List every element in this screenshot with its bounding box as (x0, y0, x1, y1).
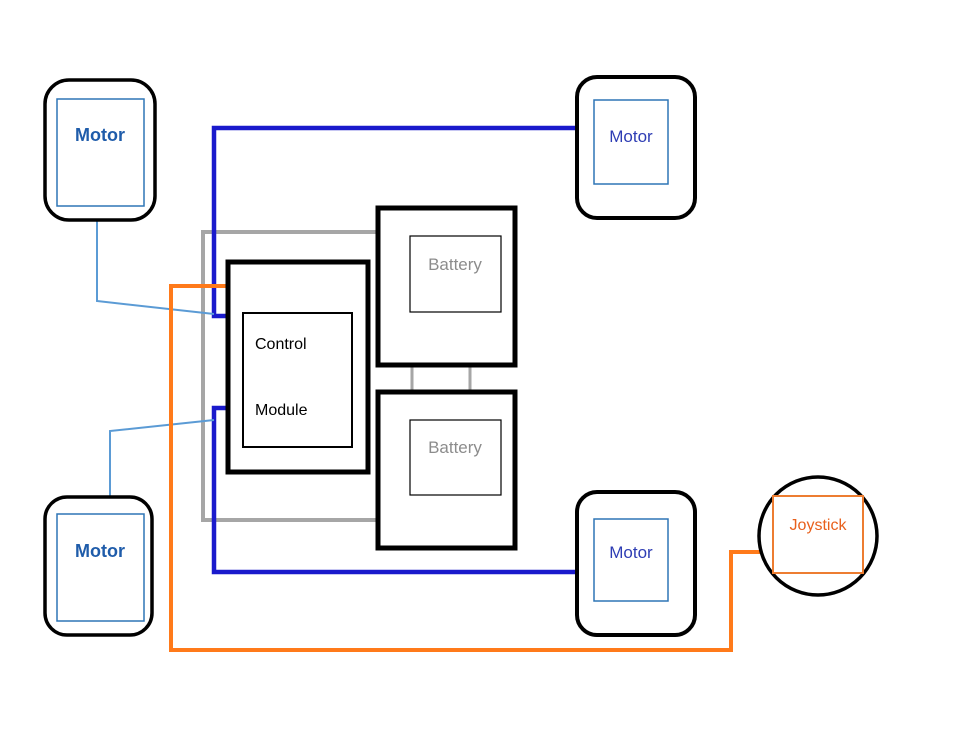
battery-bottom-label: Battery (428, 438, 482, 457)
joystick-inner-box (772, 495, 864, 574)
motor-bottom-right-inner-box (593, 518, 669, 602)
battery-bottom-node: Battery (375, 389, 518, 551)
joystick-node: Joystick (757, 475, 879, 597)
motor-top-right-node: Motor (575, 75, 697, 220)
motor-bottom-left-label: Motor (75, 541, 125, 561)
control-module-label-line2: Module (255, 402, 308, 419)
wire-blue-bottom-motor (211, 405, 577, 575)
motor-top-right-inner-box (593, 99, 669, 185)
motor-top-left-label: Motor (75, 125, 125, 145)
joystick-label: Joystick (790, 517, 848, 534)
motor-top-right-label: Motor (609, 127, 653, 146)
wire-lightblue-bottom-left-motor (109, 419, 215, 497)
battery-top-label: Battery (428, 255, 482, 274)
wire-gray-battery-loop (201, 230, 378, 522)
battery-bottom-inner-box (409, 419, 502, 496)
control-module-label-line1: Control (255, 336, 307, 353)
motor-bottom-left-inner-box (56, 513, 145, 622)
wire-orange-joystick (169, 284, 760, 652)
motor-top-left-inner-box (56, 98, 145, 207)
motor-bottom-right-node: Motor (575, 490, 697, 637)
control-module-node: Control Module (225, 259, 371, 475)
control-module-inner-box (242, 312, 353, 448)
motor-top-left-node: Motor (43, 78, 157, 222)
wire-lightblue-top-left-motor (96, 220, 215, 315)
motor-bottom-left-node: Motor (43, 495, 154, 637)
battery-top-node: Battery (375, 205, 518, 368)
battery-top-inner-box (409, 235, 502, 313)
motor-bottom-right-label: Motor (609, 543, 653, 562)
wire-blue-top-motor (211, 125, 577, 319)
